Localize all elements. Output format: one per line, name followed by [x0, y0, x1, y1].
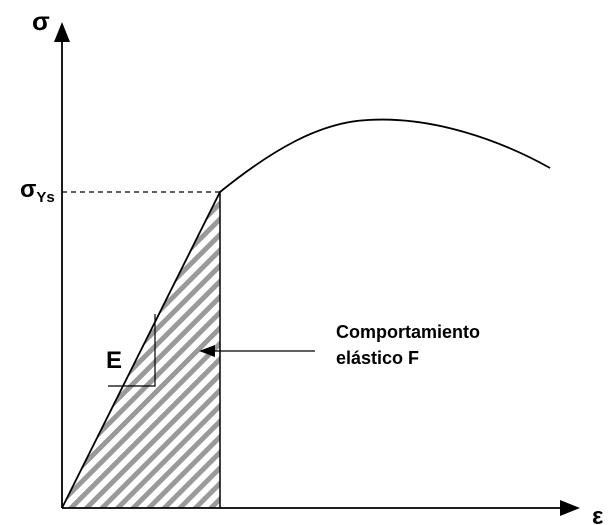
annotation-arrowhead: [199, 345, 215, 357]
x-axis-arrowhead: [560, 500, 580, 516]
y-axis-label: σ: [32, 6, 50, 36]
y-axis-arrowhead: [54, 22, 70, 42]
yield-stress-main: σ: [20, 176, 36, 203]
annotation-line-2: elástico F: [336, 348, 419, 368]
slope-triangle: [108, 314, 156, 387]
slope-label: E: [106, 347, 122, 374]
yield-stress-label: σYs: [20, 176, 55, 206]
stress-strain-curve: [61, 118, 551, 509]
yield-stress-subscript: Ys: [36, 189, 54, 206]
x-axis-label: ε: [592, 503, 603, 525]
annotation-line-1: Comportamiento: [336, 322, 480, 342]
